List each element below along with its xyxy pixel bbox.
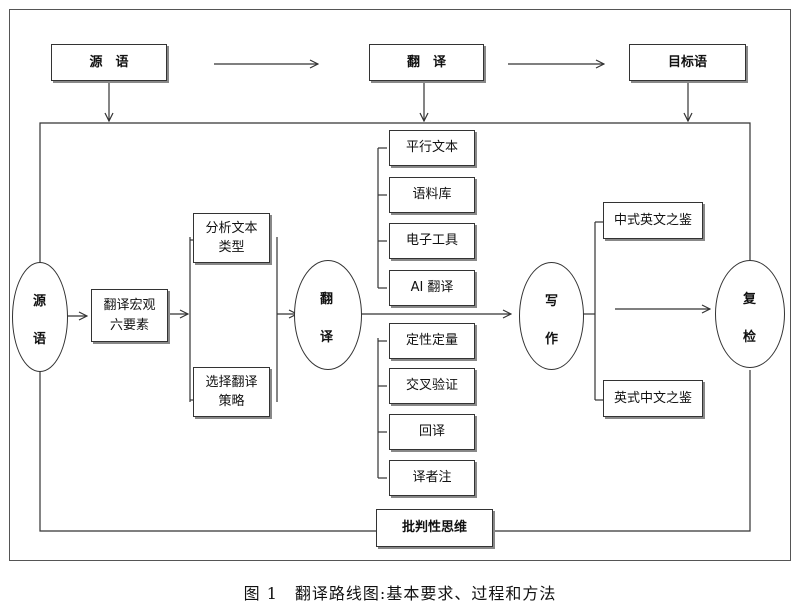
write-ellipse bbox=[519, 262, 584, 370]
translate-char-2: 译 bbox=[320, 330, 334, 345]
analyze-text-type-box: 分析文本 类型 bbox=[193, 213, 270, 263]
review-char-1: 复 bbox=[743, 292, 757, 307]
tool-corpus: 语料库 bbox=[389, 177, 475, 213]
method-back-translation: 回译 bbox=[389, 414, 475, 450]
review-ellipse bbox=[715, 260, 785, 368]
tool-electronic: 电子工具 bbox=[389, 223, 475, 259]
diagram-frame bbox=[9, 9, 791, 561]
method-translator-note: 译者注 bbox=[389, 460, 475, 496]
tool-ai-translation: AI 翻译 bbox=[389, 270, 475, 306]
write-char-1: 写 bbox=[545, 294, 559, 309]
translate-char-1: 翻 bbox=[320, 292, 334, 307]
translate-ellipse bbox=[294, 260, 362, 370]
method-qualitative-quantitative: 定性定量 bbox=[389, 323, 475, 359]
write-char-2: 作 bbox=[545, 332, 559, 347]
critical-thinking-box: 批判性思维 bbox=[376, 509, 493, 547]
source-char-2: 语 bbox=[33, 332, 47, 347]
tool-parallel-text: 平行文本 bbox=[389, 130, 475, 166]
macro-elements-box: 翻译宏观 六要素 bbox=[91, 289, 168, 342]
top-translate-box: 翻 译 bbox=[369, 44, 484, 81]
top-source-box: 源 语 bbox=[51, 44, 167, 81]
figure-caption: 图 1 翻译路线图:基本要求、过程和方法 bbox=[243, 584, 557, 603]
europeanized-chinese-check-box: 英式中文之鉴 bbox=[603, 380, 703, 417]
source-char-1: 源 bbox=[33, 294, 47, 309]
method-cross-validation: 交叉验证 bbox=[389, 368, 475, 404]
chinglish-check-box: 中式英文之鉴 bbox=[603, 202, 703, 239]
source-ellipse bbox=[12, 262, 68, 372]
choose-strategy-box: 选择翻译 策略 bbox=[193, 367, 270, 417]
top-target-box: 目标语 bbox=[629, 44, 746, 81]
review-char-2: 检 bbox=[743, 330, 757, 345]
